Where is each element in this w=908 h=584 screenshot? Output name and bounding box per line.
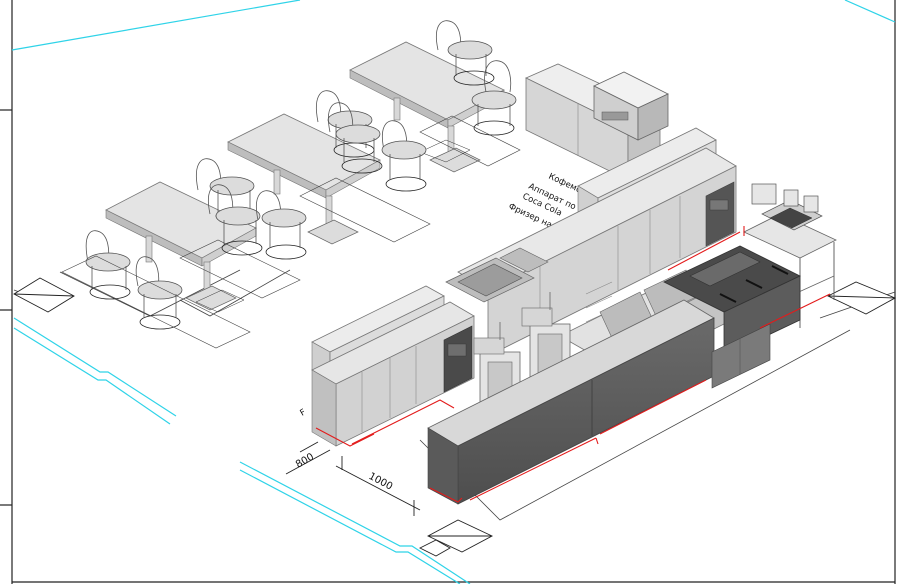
- chair-4: [208, 184, 263, 256]
- section-markers: [13, 277, 897, 557]
- table-3: [349, 41, 505, 173]
- dining-area: [61, 20, 521, 349]
- chair-9: [436, 20, 495, 86]
- chair-10: [471, 60, 517, 136]
- left-counter: [311, 257, 535, 447]
- dimension-lines: [285, 441, 421, 516]
- chair-5: [256, 190, 307, 260]
- chair-1: [85, 230, 131, 300]
- chair-8: [381, 120, 427, 192]
- table-1: [105, 181, 257, 313]
- front-counter: [427, 245, 801, 505]
- dimension-depth: 800: [294, 452, 316, 471]
- chair-2: [135, 256, 183, 330]
- chair-7: [328, 102, 383, 174]
- table-2: [227, 113, 381, 245]
- small-label: F: [299, 407, 308, 418]
- red-floor-markers: [315, 226, 831, 503]
- fryer-station: [743, 183, 837, 328]
- cyan-wall-lines: [11, 0, 896, 584]
